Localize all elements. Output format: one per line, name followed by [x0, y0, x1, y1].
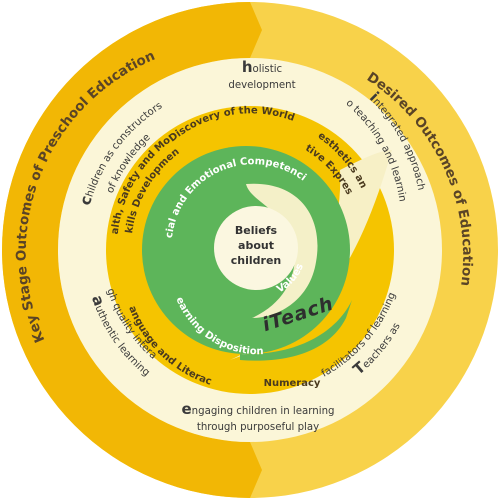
area-numeracy: Numeracy: [264, 378, 321, 389]
center-circle: [214, 206, 298, 290]
center-line2: about: [238, 239, 274, 252]
inner-swirl: [246, 183, 318, 318]
principle-holistic-line1: holistic: [242, 58, 282, 76]
center-line3: children: [231, 254, 281, 267]
outer-ring-left: [2, 2, 262, 498]
center-line1: Beliefs: [235, 224, 278, 237]
green-spiral-tail: [240, 300, 352, 361]
spiral-channel: [230, 150, 392, 360]
principle-engaging-line2: through purposeful play: [197, 422, 319, 433]
principle-holistic-line2: development: [228, 80, 295, 91]
principle-engaging-line1: engaging children in learning: [181, 400, 334, 418]
